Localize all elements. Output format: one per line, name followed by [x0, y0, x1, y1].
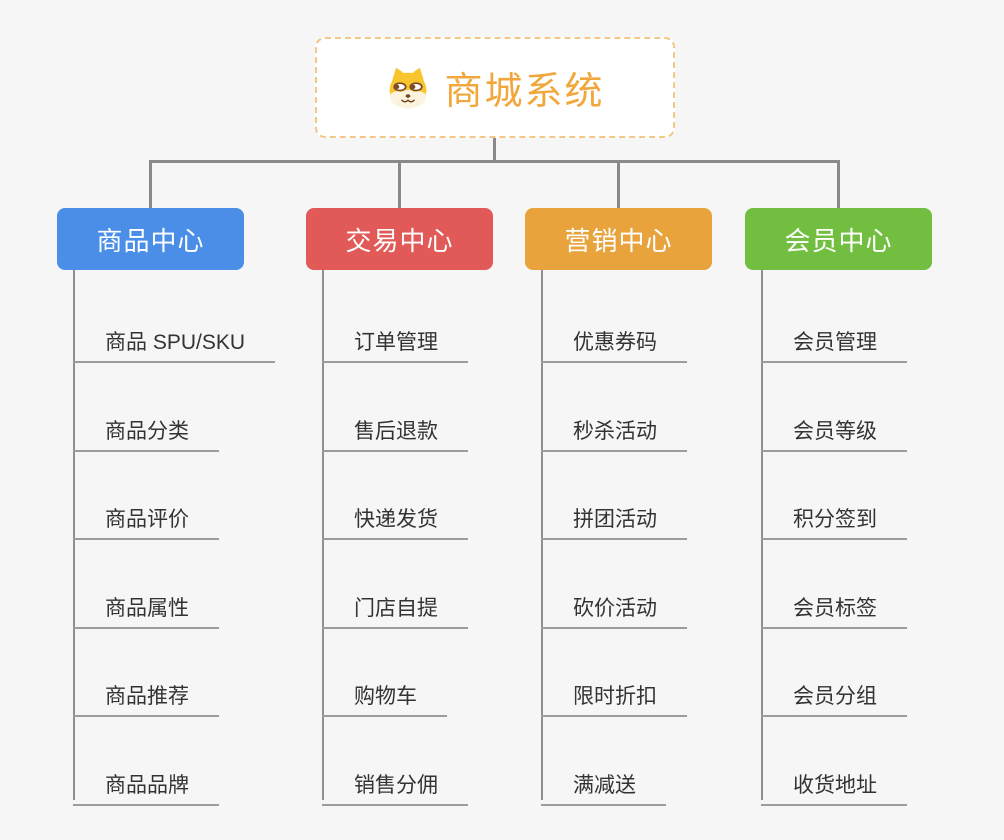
connector-leaf-spine [541, 270, 543, 800]
leaf-node[interactable]: 拼团活动 [541, 493, 687, 540]
connector-leaf-spine [73, 270, 75, 800]
connector-leaf-spine [761, 270, 763, 800]
connector-bus [149, 160, 840, 163]
leaf-node[interactable]: 商品评价 [73, 493, 219, 540]
leaf-node[interactable]: 门店自提 [322, 582, 468, 629]
leaf-node[interactable]: 快递发货 [322, 493, 468, 540]
connector-branch-drop [837, 160, 840, 208]
leaf-node[interactable]: 会员管理 [761, 316, 907, 363]
branch-node[interactable]: 交易中心 [306, 208, 493, 270]
connector-branch-drop [617, 160, 620, 208]
leaf-node[interactable]: 商品分类 [73, 405, 219, 452]
branch-node[interactable]: 营销中心 [525, 208, 712, 270]
leaf-node[interactable]: 满减送 [541, 759, 666, 806]
leaf-node[interactable]: 会员分组 [761, 670, 907, 717]
root-node[interactable]: 商城系统 [315, 37, 675, 138]
leaf-node[interactable]: 会员等级 [761, 405, 907, 452]
connector-leaf-spine [322, 270, 324, 800]
leaf-node[interactable]: 订单管理 [322, 316, 468, 363]
leaf-node[interactable]: 商品推荐 [73, 670, 219, 717]
leaf-node[interactable]: 收货地址 [761, 759, 907, 806]
branch-node[interactable]: 商品中心 [57, 208, 244, 270]
connector-branch-drop [398, 160, 401, 208]
leaf-node[interactable]: 商品品牌 [73, 759, 219, 806]
leaf-node[interactable]: 砍价活动 [541, 582, 687, 629]
leaf-node[interactable]: 售后退款 [322, 405, 468, 452]
leaf-node[interactable]: 会员标签 [761, 582, 907, 629]
leaf-node[interactable]: 销售分佣 [322, 759, 468, 806]
leaf-node[interactable]: 限时折扣 [541, 670, 687, 717]
leaf-node[interactable]: 优惠券码 [541, 316, 687, 363]
leaf-node[interactable]: 积分签到 [761, 493, 907, 540]
leaf-node[interactable]: 商品 SPU/SKU [73, 316, 276, 363]
leaf-node[interactable]: 购物车 [322, 670, 447, 717]
leaf-node[interactable]: 秒杀活动 [541, 405, 687, 452]
shiba-dog-icon [385, 66, 431, 110]
connector-branch-drop [149, 160, 152, 208]
root-title: 商城系统 [444, 71, 605, 113]
connector-root-drop [493, 138, 496, 160]
branch-node[interactable]: 会员中心 [745, 208, 932, 270]
leaf-node[interactable]: 商品属性 [73, 582, 219, 629]
